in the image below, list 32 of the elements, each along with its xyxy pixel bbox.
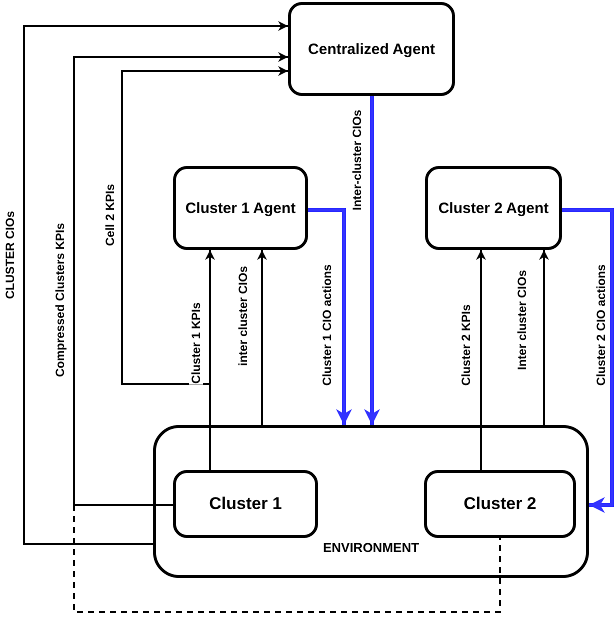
node-label: Centralized Agent [308,40,435,58]
arrow [562,208,614,513]
edge-label: inter cluster CIOs [236,264,250,368]
environment-label: ENVIRONMENT [322,540,420,555]
node-label: Cluster 2 Agent [438,200,549,216]
edge-label: Inter cluster CIOs [515,268,529,372]
arrow [205,250,215,470]
edge-label: Cluster 2 CIO actions [594,263,608,387]
cluster-box [424,470,576,538]
arrow [257,250,267,425]
node-label: Cluster 1 [209,494,282,514]
node-label: Cluster 1 Agent [185,200,296,216]
edge-label: Cluster 1 KPIs [189,301,203,385]
arrow [73,52,288,506]
agent-box [173,166,308,250]
edge-label: Compressed Clusters KPIs [53,222,67,378]
arrow [539,250,549,425]
arrow [476,250,486,470]
agent-box [288,2,455,96]
cluster-box [173,470,318,538]
arrow [308,208,352,425]
agent-box [425,166,562,250]
arrow [23,21,288,545]
node-label: Cluster 2 [464,494,536,514]
edge-label: CLUSTER CIOs [3,210,17,300]
dashed-connector [73,504,501,613]
arrow [364,96,380,425]
edge-label: Cluster 2 KPIs [459,303,473,387]
edge-label: Cell 2 KPIs [103,182,117,248]
edge-label: Cluster 1 CIO actions [320,263,334,387]
environment-box [153,425,589,578]
edge-label: Inter-cluster CIOs [350,108,364,212]
